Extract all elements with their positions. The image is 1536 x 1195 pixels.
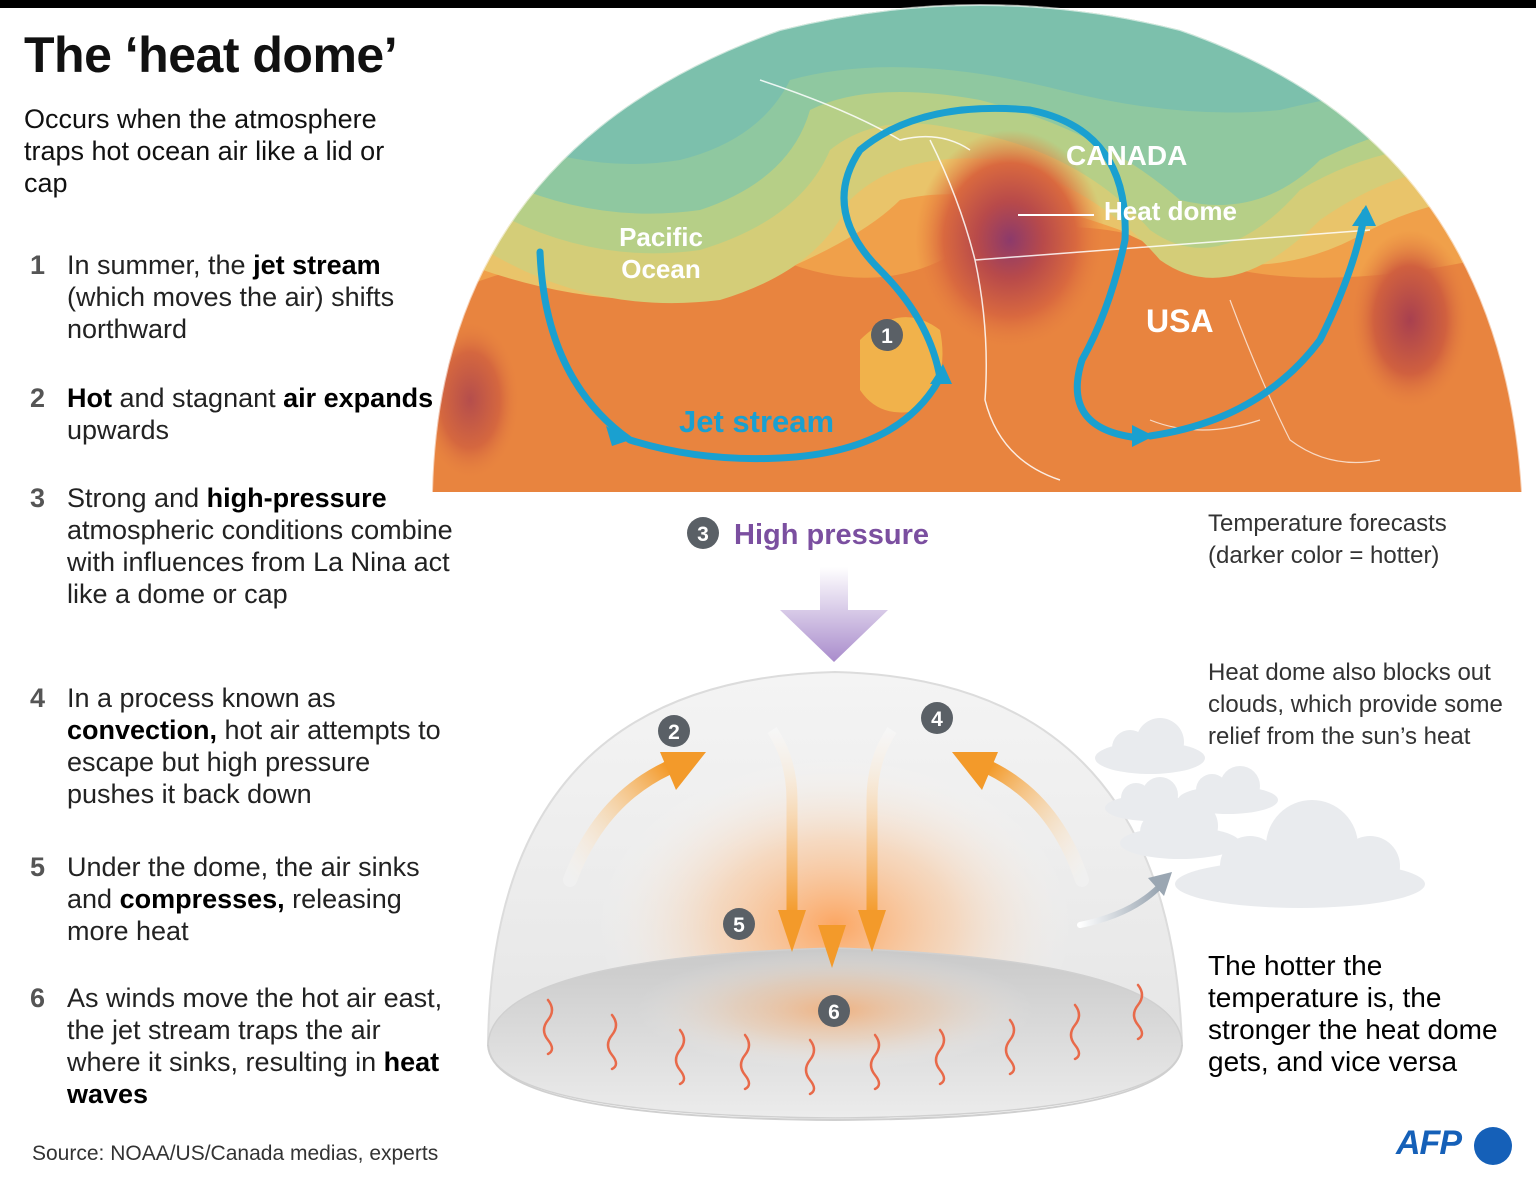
badge-3-number: 3 xyxy=(697,523,709,546)
jet-arrowhead xyxy=(606,426,630,446)
step-number: 5 xyxy=(30,852,46,882)
rising-air-arrow-left xyxy=(563,761,675,887)
sinking-air-arrow-left xyxy=(767,726,798,915)
temperature-legend-note: Temperature forecasts (darker color = ho… xyxy=(1208,510,1447,569)
step-emphasis: air expands xyxy=(283,383,434,413)
sinking-arrowhead xyxy=(778,910,806,952)
step-text: Under the dome, the air sinks and compre… xyxy=(67,851,457,947)
badge-5-number: 5 xyxy=(733,914,745,937)
step-number: 3 xyxy=(30,483,46,513)
badge-1-number: 1 xyxy=(881,325,893,348)
step-text-part: In a process known as xyxy=(67,683,336,713)
outflow-arrowhead xyxy=(1148,872,1172,896)
step-text-part: releasing more heat xyxy=(67,884,402,946)
conclusion-note: The hotter the temperature is, the stron… xyxy=(1208,950,1498,1077)
step-emphasis: Hot xyxy=(67,383,112,413)
source-note: Source: NOAA/US/Canada medias, experts xyxy=(32,1142,439,1165)
step-emphasis: heat waves xyxy=(67,1047,440,1109)
clouds-note: Heat dome also blocks out clouds, which … xyxy=(1208,659,1503,750)
step-text-part: (which moves the air) shifts northward xyxy=(67,282,395,344)
afp-logo-dot xyxy=(1474,1127,1512,1165)
jet-arrowhead xyxy=(930,364,952,384)
temperature-map xyxy=(432,5,1522,492)
step-text-part: Strong and xyxy=(67,483,207,513)
step-text-part: atmospheric conditions combine with infl… xyxy=(67,515,453,609)
step-number: 4 xyxy=(30,683,46,713)
step-emphasis: convection, xyxy=(67,715,218,745)
badge-6-number: 6 xyxy=(828,1001,840,1024)
outflow-arrow xyxy=(1077,885,1161,928)
badge-5 xyxy=(723,908,755,940)
step-emphasis: high-pressure xyxy=(206,483,387,513)
jet-arrowhead xyxy=(1352,205,1376,226)
badge-4 xyxy=(921,702,953,734)
step-text-part: upwards xyxy=(67,415,170,445)
step-text-part: Under the dome, the air sinks and xyxy=(67,852,420,914)
step-emphasis: jet stream xyxy=(253,250,381,280)
sinking-arrowhead xyxy=(818,925,846,968)
sinking-air-arrow-right xyxy=(866,726,897,915)
step-text: As winds move the hot air east, the jet … xyxy=(67,982,457,1110)
rising-air-arrow-right xyxy=(983,761,1089,887)
step-text: Hot and stagnant air expands upwards xyxy=(67,382,457,446)
badge-2 xyxy=(658,715,690,747)
step-text: In summer, the jet stream (which moves t… xyxy=(67,249,457,345)
heat-waves xyxy=(542,983,1144,1096)
badge-1 xyxy=(871,319,903,351)
pacific-label-line2: Ocean xyxy=(621,254,701,284)
step-number: 6 xyxy=(30,983,46,1013)
page-title: The ‘heat dome’ xyxy=(24,27,398,83)
step-text-part: As winds move the hot air east, the jet … xyxy=(67,983,443,1077)
step-text: Strong and high-pressure atmospheric con… xyxy=(67,482,457,610)
step-text-part: In summer, the xyxy=(67,250,254,280)
step-text-part: hot air attempts to escape but high pres… xyxy=(67,715,441,809)
usa-label: USA xyxy=(1146,303,1214,339)
step-number: 1 xyxy=(30,250,46,280)
step-text: In a process known as convection, hot ai… xyxy=(67,682,457,810)
sinking-arrowhead xyxy=(858,910,886,952)
jet-stream-path xyxy=(536,104,1144,463)
jet-stream-label: Jet stream xyxy=(679,404,834,439)
cloud-icon xyxy=(1175,800,1425,908)
badge-3 xyxy=(687,517,719,549)
jet-arrowhead xyxy=(1132,425,1154,447)
cloud-icon xyxy=(1095,718,1205,774)
badge-4-number: 4 xyxy=(931,708,943,731)
rising-air-arrowhead-left xyxy=(660,752,706,790)
step-emphasis: compresses, xyxy=(119,884,285,914)
top-rule xyxy=(0,0,1536,8)
badge-6 xyxy=(818,995,850,1027)
step-number: 2 xyxy=(30,383,46,413)
heat-dome-label: Heat dome xyxy=(1104,196,1237,226)
clouds xyxy=(1095,718,1425,908)
afp-logo-text: AFP xyxy=(1396,1124,1462,1162)
subtitle: Occurs when the atmosphere traps hot oce… xyxy=(24,104,385,198)
high-pressure-label: High pressure xyxy=(734,519,929,551)
rising-air-arrowhead-right xyxy=(952,752,998,790)
high-pressure-arrow xyxy=(780,567,888,662)
canada-label: CANADA xyxy=(1066,140,1187,171)
heat-dome-diagram: 2 4 5 6 xyxy=(486,670,1184,1122)
step-text-part: and stagnant xyxy=(111,383,284,413)
pacific-label-line1: Pacific xyxy=(619,222,703,252)
badge-2-number: 2 xyxy=(668,721,680,744)
cloud-icon xyxy=(1120,800,1240,859)
